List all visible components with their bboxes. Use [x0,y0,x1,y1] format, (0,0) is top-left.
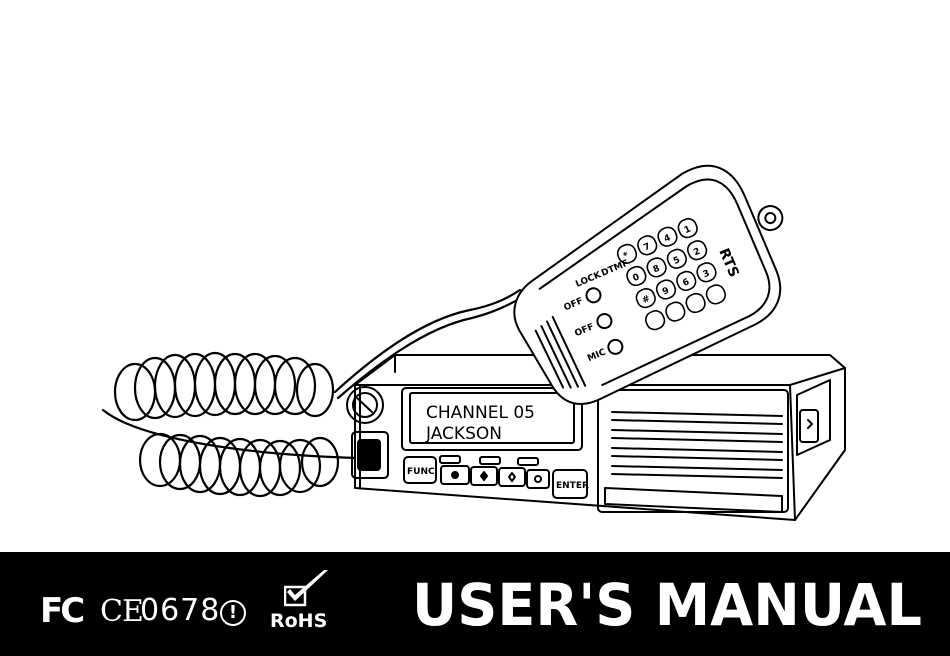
enter-button-label: ENTER [556,481,589,491]
display-line-1: CHANNEL 05 [426,403,535,423]
coiled-cord [103,353,360,496]
alert-icon: ! [220,600,246,626]
ce-mark: CE [100,594,143,629]
rohs-mark: RoHS [270,610,327,632]
fcc-mark: FC [40,591,82,631]
func-button-label: FUNC [407,467,435,477]
notified-body-number: 0678 [140,593,220,628]
display-line-2: JACKSON [425,424,502,444]
radio-illustration: RTS LOCK DTMF OFF OFF MIC 1 2 3 4 5 6 7 … [0,0,950,552]
rohs-checkmark-icon [284,568,332,612]
manual-title: USER'S MANUAL [412,572,922,638]
